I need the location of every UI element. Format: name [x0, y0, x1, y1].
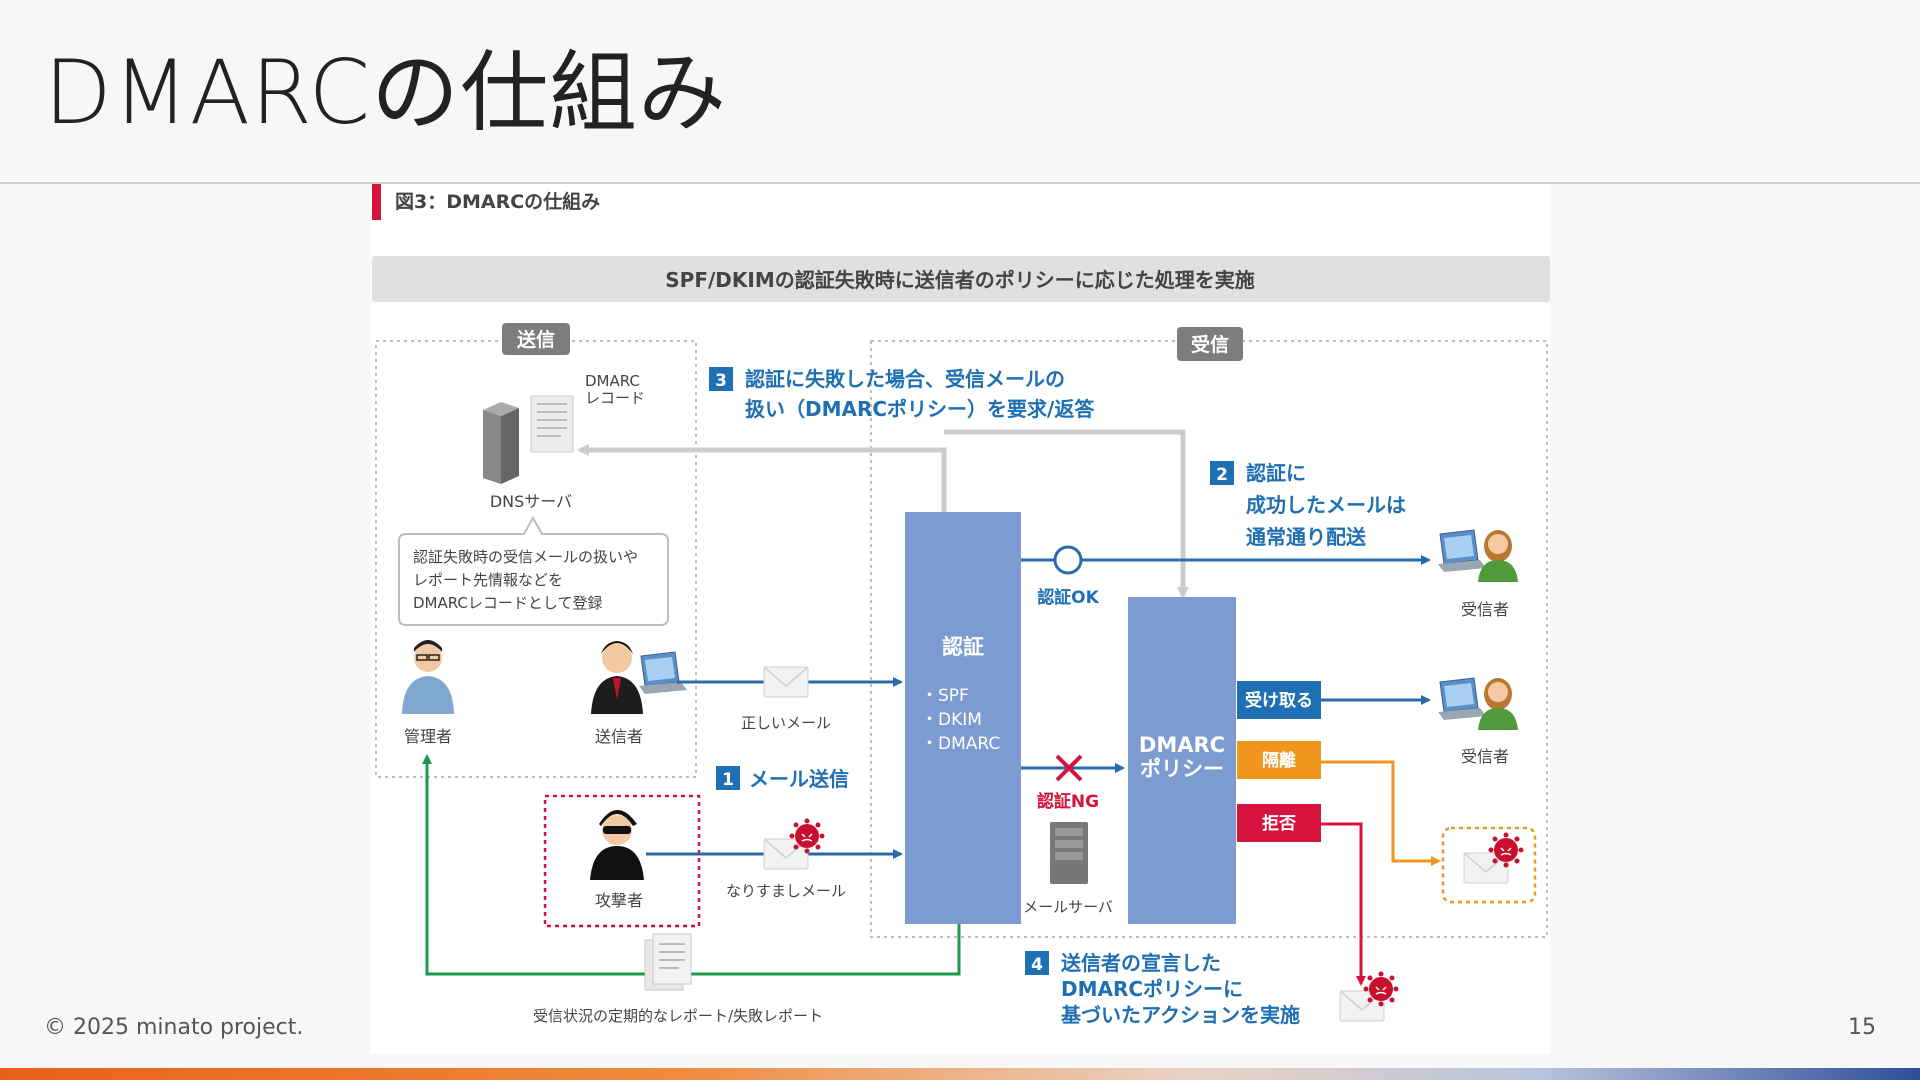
quarantine-arrow — [1321, 760, 1441, 866]
title-divider — [0, 182, 1920, 184]
step-3-number: 3 — [715, 371, 727, 391]
action-quarantine-label: 隔離 — [1262, 750, 1296, 771]
callout-line-3: DMARCレコードとして登録 — [413, 594, 602, 612]
step-4-line-2: DMARCポリシーに — [1061, 977, 1243, 1001]
ng-cross-icon — [1055, 754, 1083, 782]
action-reject-box — [1237, 804, 1321, 842]
send-zone-tag — [502, 323, 570, 355]
auth-box — [905, 512, 1021, 924]
caption-marker — [372, 184, 381, 220]
receiver-2-label: 受信者 — [1461, 747, 1509, 766]
policy-response-arrow — [944, 429, 1189, 599]
banner — [372, 256, 1550, 302]
slide-title: DMARCの仕組み — [44, 41, 728, 144]
step-1-number: 1 — [722, 770, 734, 790]
policy-label-2: ポリシー — [1140, 757, 1224, 781]
admin-label: 管理者 — [404, 727, 452, 746]
report-document-icon — [644, 933, 692, 991]
step-3-line-1: 認証に失敗した場合、受信メールの — [745, 367, 1065, 391]
mail-server-label: メールサーバ — [1023, 898, 1113, 916]
dmarc-figure: 図3：DMARCの仕組み SPF/DKIMの認証失敗時に送信者のポリシーに応じた… — [371, 184, 1550, 1054]
reject-arrow — [1321, 822, 1366, 986]
dns-server-label: DNSサーバ — [490, 492, 572, 511]
report-arrow — [422, 754, 961, 976]
step-2-line-2: 成功したメールは — [1246, 493, 1406, 517]
receiver-1-label: 受信者 — [1461, 600, 1509, 619]
action-accept-label: 受け取る — [1245, 690, 1313, 711]
dmarc-record-label-1: DMARC — [585, 372, 640, 390]
envelope-icon — [763, 666, 809, 698]
banner-text: SPF/DKIMの認証失敗時に送信者のポリシーに応じた処理を実施 — [665, 268, 1254, 292]
laptop-icon — [638, 651, 688, 695]
attacker-label: 攻撃者 — [595, 891, 643, 910]
sender-person-icon — [591, 641, 688, 714]
dns-callout — [398, 515, 669, 626]
attacker-person-icon — [590, 810, 644, 880]
receive-zone-label: 受信 — [1191, 333, 1229, 356]
step-4-number: 4 — [1031, 955, 1043, 975]
dns-server-icon — [483, 395, 574, 484]
dmarc-record-label-2: レコード — [585, 389, 645, 407]
action-reject-label: 拒否 — [1262, 813, 1296, 834]
auth-item-dmarc: ・DMARC — [921, 734, 1000, 754]
action-accept-box — [1237, 681, 1321, 719]
policy-query-arrow — [577, 444, 947, 512]
step-4-line-1: 送信者の宣言した — [1061, 951, 1221, 975]
auth-ng-label: 認証NG — [1037, 791, 1099, 812]
callout-line-1: 認証失敗時の受信メールの扱いや — [413, 548, 638, 566]
policy-label-1: DMARC — [1139, 733, 1225, 757]
ok-circle-icon — [1053, 545, 1083, 575]
figure-caption: 図3：DMARCの仕組み — [395, 190, 600, 213]
admin-person-icon — [402, 640, 454, 714]
callout-line-2: レポート先情報などを — [413, 571, 563, 589]
sender-label: 送信者 — [595, 727, 643, 746]
bottom-accent-bar — [0, 1068, 1920, 1080]
receiver-person-icon — [1438, 530, 1518, 582]
step-1-badge — [716, 766, 740, 790]
attacker-frame — [543, 794, 701, 928]
auth-ok-label: 認証OK — [1037, 587, 1099, 608]
correct-mail-label: 正しいメール — [741, 714, 831, 732]
receiver-person-icon — [1438, 678, 1518, 730]
step-2-line-3: 通常通り配送 — [1246, 525, 1367, 549]
step-2-line-1: 認証に — [1246, 461, 1306, 485]
auth-title: 認証 — [942, 635, 984, 659]
step-4-line-3: 基づいたアクションを実施 — [1061, 1003, 1300, 1027]
send-zone-label: 送信 — [517, 328, 555, 351]
report-label: 受信状況の定期的なレポート/失敗レポート — [533, 1007, 823, 1025]
mail-server-icon — [1050, 822, 1088, 884]
dmarc-policy-box — [1128, 597, 1236, 924]
step-4-badge — [1025, 951, 1049, 975]
step-3-badge — [709, 367, 733, 391]
footer-copyright: © 2025 minato project. — [44, 1015, 304, 1040]
page-number: 15 — [1848, 1015, 1876, 1040]
action-quarantine-box — [1237, 741, 1321, 779]
step-2-number: 2 — [1216, 465, 1228, 485]
step-1-text: メール送信 — [749, 767, 849, 791]
spoof-mail-label: なりすましメール — [726, 882, 846, 900]
step-2-badge — [1210, 461, 1234, 485]
dmarc-diagram: 図3：DMARCの仕組み SPF/DKIMの認証失敗時に送信者のポリシーに応じた… — [372, 184, 1550, 1027]
step-3-line-2: 扱い（DMARCポリシー）を要求/返答 — [745, 397, 1095, 421]
auth-item-spf: ・SPF — [921, 686, 969, 706]
receive-zone-tag — [1177, 327, 1243, 361]
auth-item-dkim: ・DKIM — [921, 710, 982, 730]
